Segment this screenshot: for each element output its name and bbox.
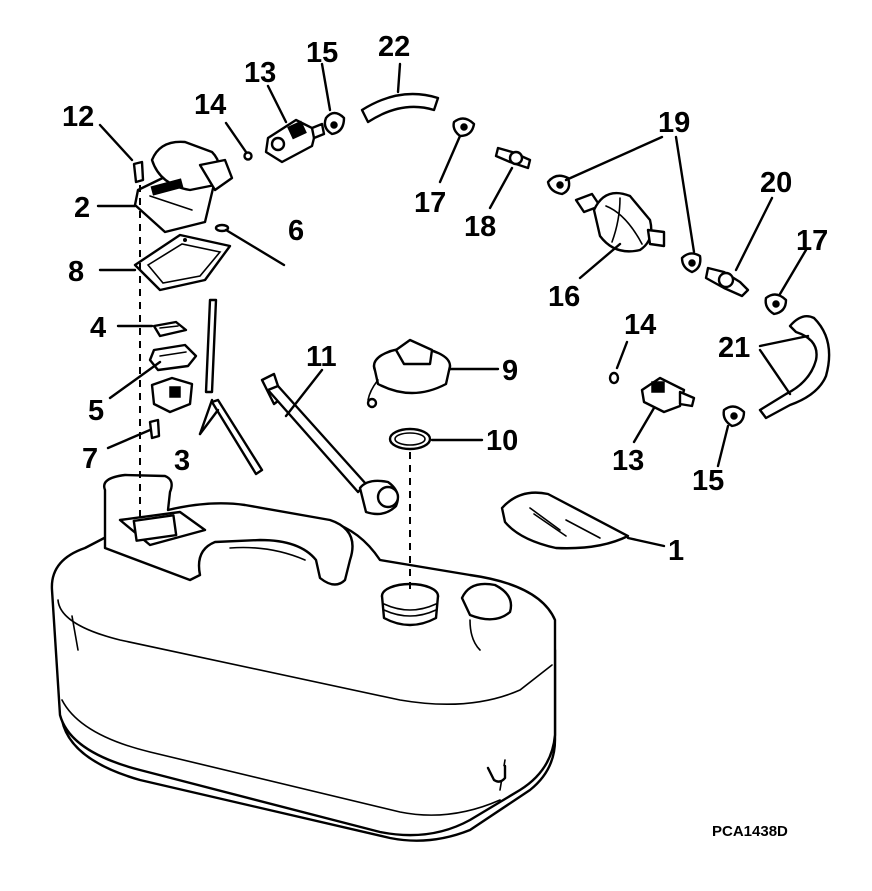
- callout-15-upper: 15: [306, 37, 338, 69]
- decal-part-1: [500, 491, 630, 550]
- clip-part: [150, 376, 194, 414]
- callout-22: 22: [378, 31, 410, 63]
- callout-18: 18: [464, 211, 496, 243]
- callout-4: 4: [90, 312, 106, 344]
- pickup-tube-part-11: [260, 372, 400, 516]
- fuel-tank: [50, 473, 557, 842]
- callout-13-right: 13: [612, 445, 644, 477]
- callout-17-right: 17: [796, 225, 828, 257]
- clamp-part-19a: [546, 174, 571, 196]
- callout-7: 7: [82, 443, 98, 475]
- callout-5: 5: [88, 395, 104, 427]
- hose-part-21: [758, 315, 831, 420]
- callout-15-right: 15: [692, 465, 724, 497]
- figure-code: PCA1438D: [712, 823, 788, 840]
- callout-labels: 1 2 3 4 5 6 7 8 9 10 11 12 13 13 14 14 1…: [62, 31, 828, 840]
- primer-bulb-part-16: [574, 191, 666, 253]
- hose-part-22: [360, 92, 440, 124]
- clamp-part-15-right: [722, 405, 746, 428]
- clamp-part-15-upper: [323, 111, 346, 136]
- seal-part-4: [152, 320, 188, 338]
- callout-1: 1: [668, 535, 684, 567]
- clamp-part-19b: [680, 252, 702, 274]
- gasket-part-8: [133, 233, 232, 292]
- callout-9: 9: [502, 355, 518, 387]
- leader-lines: [96, 62, 810, 548]
- outlet-assembly-part-2: [133, 140, 234, 234]
- filler-cap-part-9: [366, 338, 452, 409]
- oring-part-14-upper: [243, 151, 253, 161]
- screw-part-7: [148, 418, 161, 440]
- callout-13-upper: 13: [244, 57, 276, 89]
- fitting-part-20: [704, 266, 750, 298]
- callout-6: 6: [288, 215, 304, 247]
- callout-14-upper: 14: [194, 89, 226, 121]
- callout-19: 19: [658, 107, 690, 139]
- callout-12: 12: [62, 101, 94, 133]
- clamp-part-17-upper: [452, 117, 476, 138]
- callout-2: 2: [74, 192, 90, 224]
- oring-part-14-right: [608, 371, 620, 385]
- callout-14-right: 14: [624, 309, 656, 341]
- callout-3: 3: [174, 445, 190, 477]
- callout-16: 16: [548, 281, 580, 313]
- callout-21: 21: [718, 332, 750, 364]
- callout-11: 11: [306, 341, 337, 373]
- callout-20: 20: [760, 167, 792, 199]
- callout-8: 8: [68, 256, 84, 288]
- connector-part-13-right: [640, 376, 696, 414]
- seal-ring-part-10: [388, 427, 432, 451]
- clamp-part-17-right: [764, 293, 788, 316]
- bracket-part-5: [148, 343, 198, 372]
- fitting-part-18: [494, 146, 532, 170]
- callout-17-upper: 17: [414, 187, 446, 219]
- callout-10: 10: [486, 425, 518, 457]
- screw-part-12: [132, 160, 145, 184]
- vent-hose-part-3: [204, 298, 264, 476]
- connector-part-13-upper: [264, 118, 326, 164]
